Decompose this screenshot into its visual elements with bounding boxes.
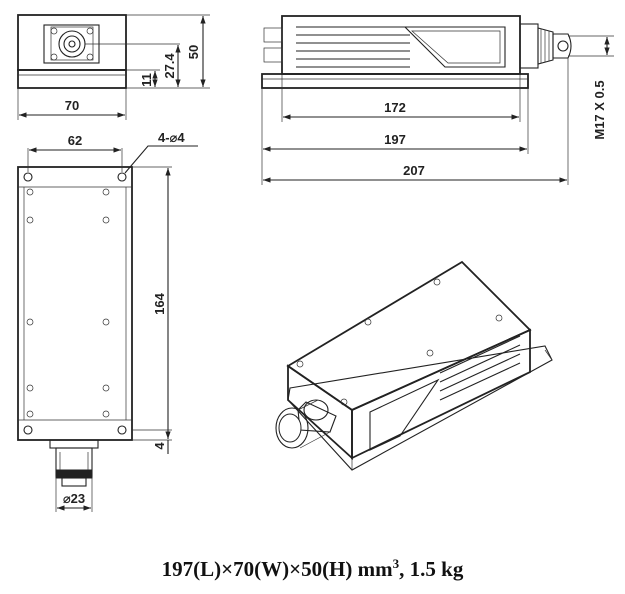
side-view — [261, 15, 614, 185]
dim-top-hole-spacing: 62 — [68, 133, 82, 148]
dim-side-length-with-base: 197 — [384, 132, 406, 147]
top-view — [17, 145, 198, 512]
dim-front-center-height: 27.4 — [162, 53, 177, 79]
dim-front-width: 70 — [65, 98, 79, 113]
isometric-view — [275, 260, 553, 471]
dim-side-body-length: 172 — [384, 100, 406, 115]
dim-top-hole-spec: 4-⌀4 — [158, 130, 185, 145]
dim-top-length: 164 — [152, 292, 167, 314]
dim-front-base-height: 11 — [139, 73, 154, 87]
dim-front-height: 50 — [186, 45, 201, 59]
spec-caption: 197(L)×70(W)×50(H) mm3, 1.5 kg — [0, 556, 625, 582]
front-view — [17, 14, 210, 120]
dimension-labels: 70 50 27.4 11 172 197 207 M17 X 0.5 62 4… — [63, 45, 607, 506]
caption-suffix: , 1.5 kg — [399, 557, 464, 581]
caption-main: 197(L)×70(W)×50(H) mm — [161, 557, 393, 581]
dim-side-total-length: 207 — [403, 163, 425, 178]
dim-connector-diameter: ⌀23 — [63, 491, 85, 506]
dim-connector-thread: M17 X 0.5 — [592, 80, 607, 139]
dim-top-edge-offset: 4 — [152, 442, 167, 450]
caption-superscript: 3 — [392, 556, 400, 571]
